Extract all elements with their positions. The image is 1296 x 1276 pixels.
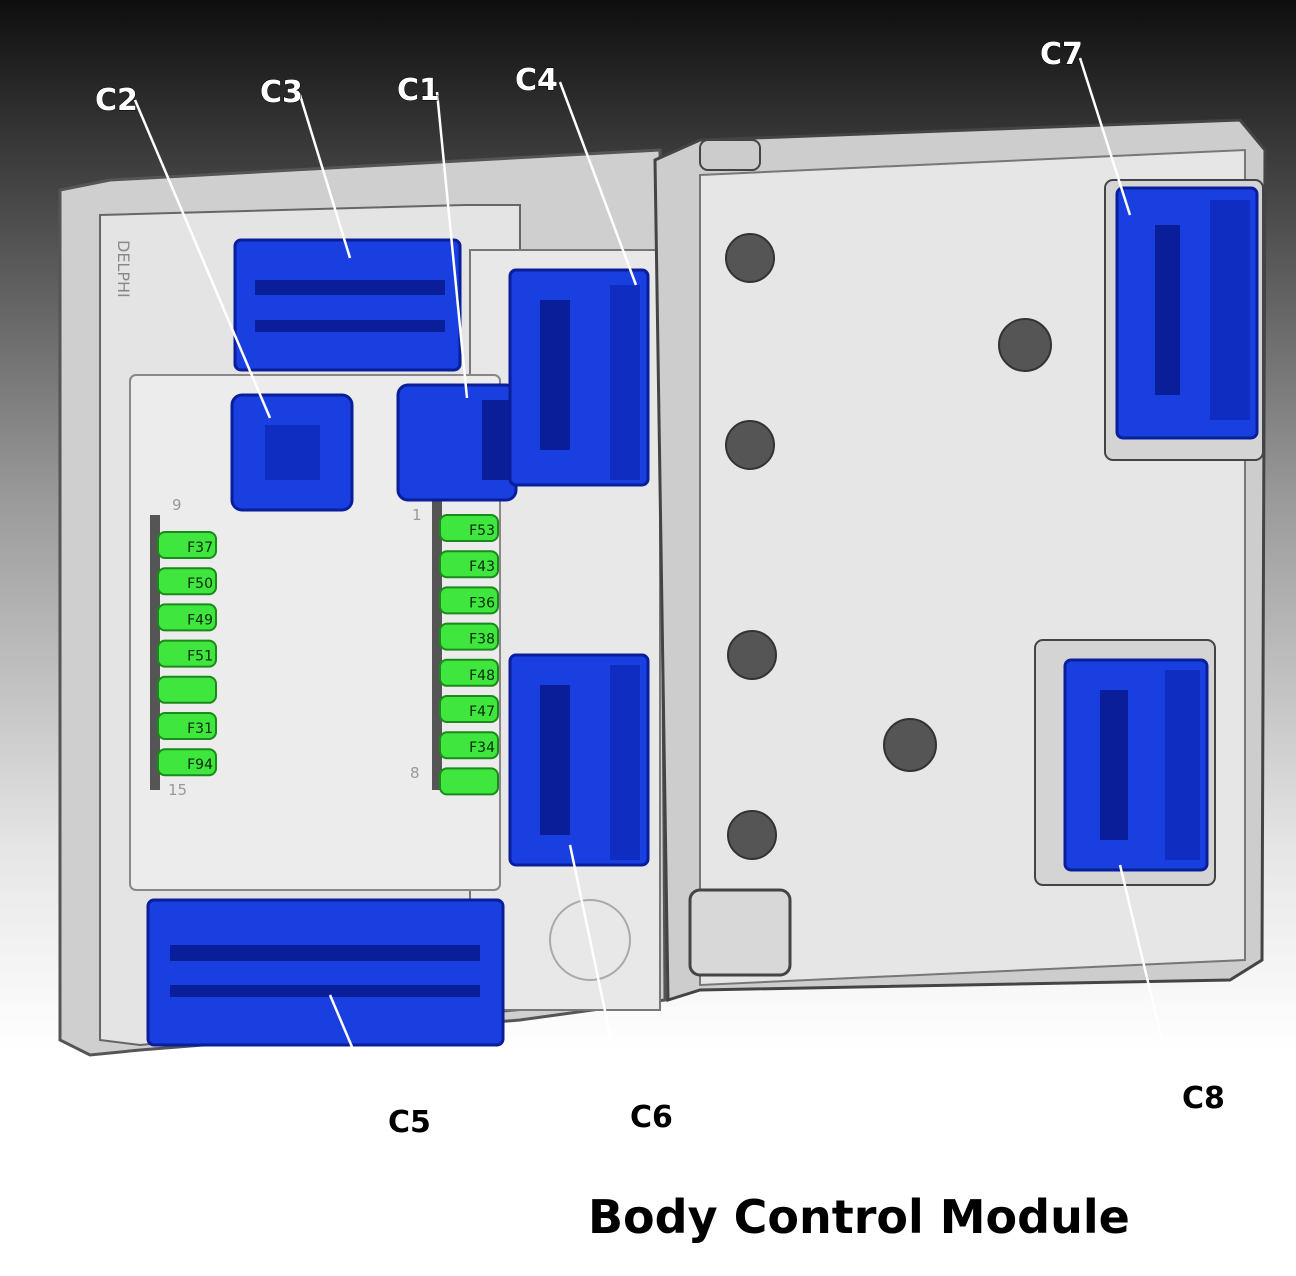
fuse-body (157, 531, 217, 559)
pos-mark-8: 8 (410, 764, 420, 782)
fuse-body (439, 514, 499, 542)
fuse-label: F48 (469, 668, 495, 684)
fuse-F34[interactable]: F34 (439, 731, 499, 760)
fuse-F48[interactable]: F48 (439, 658, 499, 687)
fuse-label: F49 (187, 612, 213, 628)
fuse-body (157, 712, 217, 740)
leader-lines-top (133, 57, 1132, 419)
fuse-label: F31 (187, 721, 213, 737)
connector-c7[interactable] (1104, 179, 1264, 461)
leader-c1 (435, 91, 469, 399)
fuse-body (157, 675, 217, 704)
diagram-title: Body Control Module (588, 1190, 1130, 1244)
fuse-label: F38 (469, 632, 495, 648)
label-c1: C1 (397, 73, 440, 108)
fuse-body (439, 695, 499, 723)
fuse-F47[interactable]: F47 (439, 695, 499, 723)
fuse-body (157, 567, 217, 596)
fuse-body (439, 731, 499, 760)
connector-c2[interactable] (230, 393, 354, 512)
pos-mark-1: 1 (412, 506, 422, 524)
fuse-F43[interactable]: F43 (439, 550, 499, 579)
connector-c3[interactable] (233, 238, 462, 372)
connector-c5[interactable] (146, 898, 505, 1047)
fuse-body (439, 622, 499, 651)
fuse-body (157, 639, 217, 668)
fuse-F51[interactable]: F51 (157, 639, 217, 668)
fuse-left-unlabeled-4[interactable] (157, 675, 217, 704)
leader-c3 (298, 94, 352, 259)
fuse-label: F43 (469, 559, 495, 575)
delphi-mark: DELPHI (114, 240, 133, 298)
fuse-body (439, 550, 499, 579)
fuse-label: F53 (469, 523, 495, 539)
fuse-F38[interactable]: F38 (439, 622, 499, 651)
fuse-right-unlabeled-7[interactable] (439, 767, 499, 796)
fuse-body (157, 603, 217, 632)
fuse-F53[interactable]: F53 (439, 514, 499, 542)
fuse-F31[interactable]: F31 (157, 712, 217, 740)
pos-mark-9: 9 (172, 496, 182, 514)
fuse-label: F36 (469, 595, 495, 611)
connector-c8[interactable] (1034, 639, 1216, 886)
connector-c6[interactable] (508, 653, 650, 867)
leader-c5 (328, 994, 385, 1121)
fuse-label: F37 (187, 540, 213, 556)
fuse-label: F94 (187, 757, 213, 773)
label-c7: C7 (1040, 37, 1083, 72)
label-c2: C2 (95, 83, 138, 118)
leader-lines-bottom (328, 844, 1177, 1121)
leader-c8 (1118, 864, 1177, 1096)
fuse-F94[interactable]: F94 (157, 748, 217, 777)
label-c6: C6 (630, 1100, 673, 1135)
leader-c4 (558, 81, 638, 286)
fuse-body (439, 658, 499, 687)
label-c8: C8 (1182, 1081, 1225, 1116)
leader-c7 (1078, 57, 1132, 216)
fuse-body (439, 586, 499, 615)
label-c4: C4 (515, 63, 558, 98)
connector-c1[interactable] (396, 383, 518, 502)
fuse-body (439, 767, 499, 796)
fuse-F50[interactable]: F50 (157, 567, 217, 596)
label-c5: C5 (388, 1105, 431, 1140)
fuse-label: F51 (187, 649, 213, 665)
leader-c2 (133, 99, 272, 419)
pos-mark-15: 15 (168, 781, 187, 799)
fuse-F36[interactable]: F36 (439, 586, 499, 615)
fuse-F49[interactable]: F49 (157, 603, 217, 632)
fuse-F37[interactable]: F37 (157, 531, 217, 559)
connector-c4[interactable] (508, 268, 650, 487)
leader-c6 (568, 844, 629, 1116)
label-c3: C3 (260, 75, 303, 110)
fuse-label: F34 (469, 740, 495, 756)
fuse-label: F50 (187, 576, 213, 592)
fuse-body (157, 748, 217, 777)
fuse-label: F47 (469, 704, 495, 720)
